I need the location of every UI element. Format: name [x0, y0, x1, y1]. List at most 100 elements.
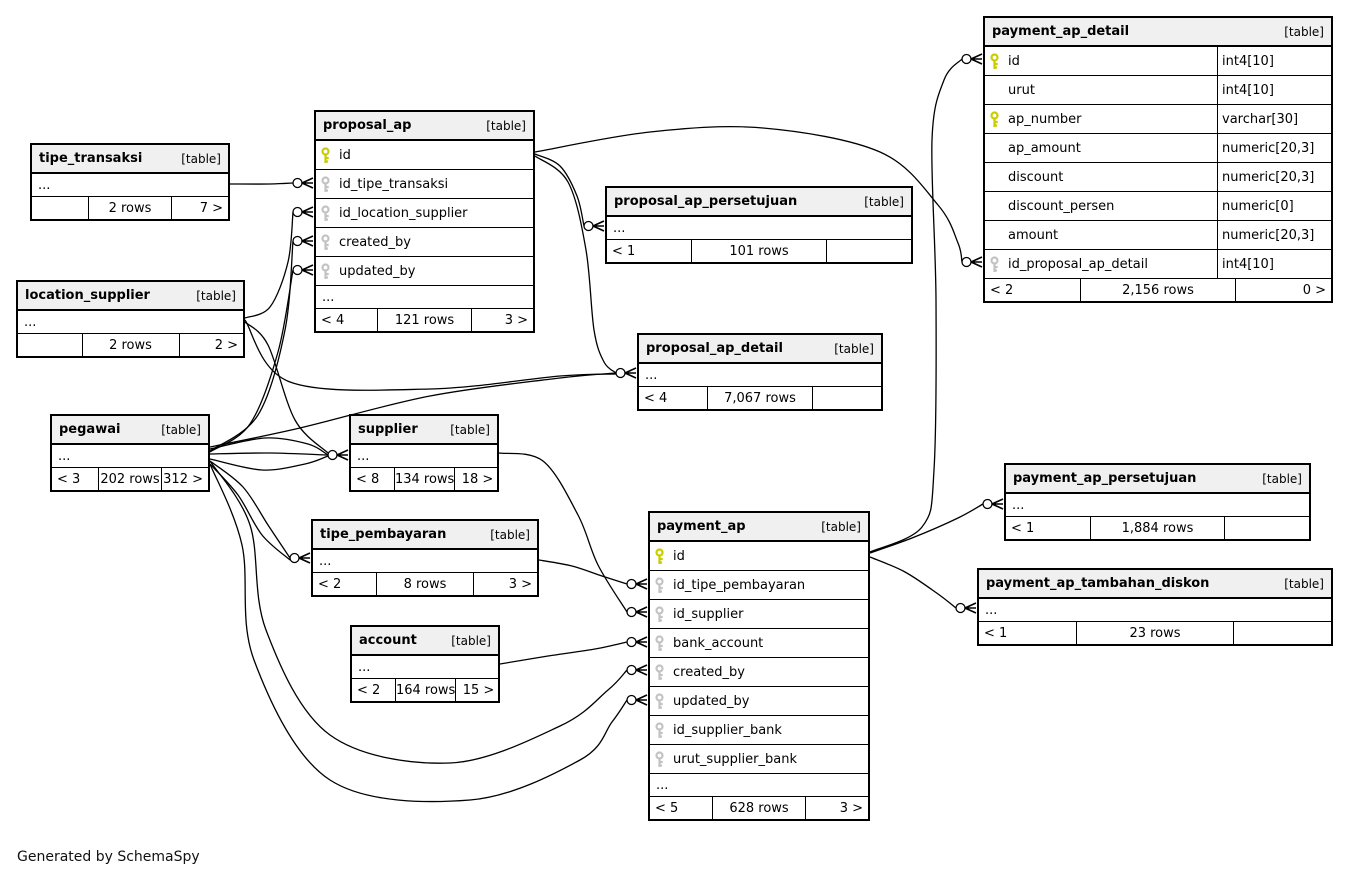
- edge-account-payment_ap-bank_account: [499, 636, 648, 665]
- hidden-columns-row: ...: [319, 553, 332, 569]
- edge-payment_ap-payment_ap_persetujuan: [869, 498, 1004, 554]
- field-name: discount: [1008, 169, 1064, 185]
- edge-pegawai-tipe_pembayaran: [209, 460, 311, 564]
- table-tag: [table]: [1262, 471, 1302, 486]
- edge-line: [538, 559, 628, 585]
- key-icon-spacer: [989, 140, 1001, 157]
- edge-pegawai-payment_ap-created_by: [209, 460, 648, 764]
- zero-or-many-icon: [626, 636, 637, 648]
- zero-or-many-icon: [292, 177, 303, 189]
- crowfoot-icon: [635, 578, 648, 590]
- edge-location_supplier-supplier: [244, 321, 329, 454]
- table-tag: [table]: [450, 422, 490, 437]
- edge-line: [534, 155, 617, 374]
- stats-children: 0 >: [1235, 279, 1331, 301]
- zero-or-many-icon: [961, 256, 972, 268]
- field-row: updated_by: [650, 686, 868, 715]
- field-type: int4[10]: [1217, 47, 1331, 75]
- edge-pegawai-proposal_ap-updated_by: [209, 264, 314, 453]
- crowfoot-icon: [592, 220, 605, 232]
- edge-location_supplier-proposal_ap_detail: [244, 319, 617, 391]
- foreign-key-icon: [654, 634, 666, 652]
- edge-location_supplier-proposal_ap-id_location_supplier: [244, 206, 314, 319]
- edge-line: [534, 153, 585, 227]
- stats-rows: 2,156 rows: [1079, 279, 1235, 301]
- foreign-key-icon: [654, 576, 666, 594]
- crowfoot-icon: [964, 602, 977, 614]
- zero-or-many-icon: [292, 206, 303, 218]
- stats-rows: 2 rows: [87, 197, 171, 219]
- zero-or-many-icon: [955, 602, 966, 614]
- table-name: supplier: [358, 422, 418, 437]
- field-name: amount: [1008, 227, 1059, 243]
- crowfoot-icon: [970, 256, 983, 268]
- field-row: id_location_supplier: [316, 198, 533, 227]
- edge-proposal_ap-proposal_ap_persetujuan: [534, 153, 605, 232]
- table-header: payment_ap[table]: [650, 513, 868, 542]
- field-name: id_supplier_bank: [673, 722, 782, 738]
- table-tag: [table]: [486, 118, 526, 133]
- stats-children: 7 >: [171, 197, 228, 219]
- stats-rows: 2 rows: [81, 334, 179, 356]
- foreign-key-icon: [654, 692, 666, 710]
- table-name: account: [359, 633, 417, 648]
- field-row: id: [316, 141, 533, 169]
- field-name: discount_persen: [1008, 198, 1115, 214]
- crowfoot-icon: [301, 235, 314, 247]
- stats-children: 3 >: [805, 797, 868, 819]
- field-name: ap_amount: [1008, 140, 1081, 156]
- generated-by-note: Generated by SchemaSpy: [17, 849, 200, 865]
- edge-line: [209, 455, 329, 471]
- hidden-columns-row: ...: [613, 220, 626, 236]
- edge-line: [498, 452, 628, 613]
- key-icon-spacer: [989, 227, 1001, 244]
- foreign-key-icon: [320, 175, 332, 193]
- table-tag: [table]: [451, 633, 491, 648]
- edge-line: [869, 556, 957, 609]
- stats-children: 18 >: [454, 468, 498, 490]
- field-type: int4[10]: [1217, 250, 1331, 278]
- table-tag: [table]: [181, 151, 221, 166]
- primary-key-icon: [989, 110, 1001, 128]
- edge-line: [244, 319, 617, 391]
- edge-line: [244, 211, 294, 319]
- table-name: payment_ap_persetujuan: [1013, 471, 1197, 486]
- crowfoot-icon: [970, 53, 983, 65]
- edge-line: [209, 463, 291, 561]
- edge-payment_ap-payment_ap_detail-id: [869, 53, 983, 553]
- field-name: bank_account: [673, 635, 764, 651]
- table-name: proposal_ap: [323, 118, 412, 133]
- stats-rows: 202 rows: [97, 468, 162, 490]
- stats-parents: < 1: [1011, 520, 1035, 536]
- edge-line: [869, 58, 963, 553]
- field-row: updated_by: [316, 256, 533, 285]
- zero-or-many-icon: [583, 220, 594, 232]
- field-name: updated_by: [673, 693, 750, 709]
- crowfoot-icon: [624, 367, 637, 379]
- zero-or-many-icon: [982, 498, 993, 510]
- stats-children: [825, 240, 911, 262]
